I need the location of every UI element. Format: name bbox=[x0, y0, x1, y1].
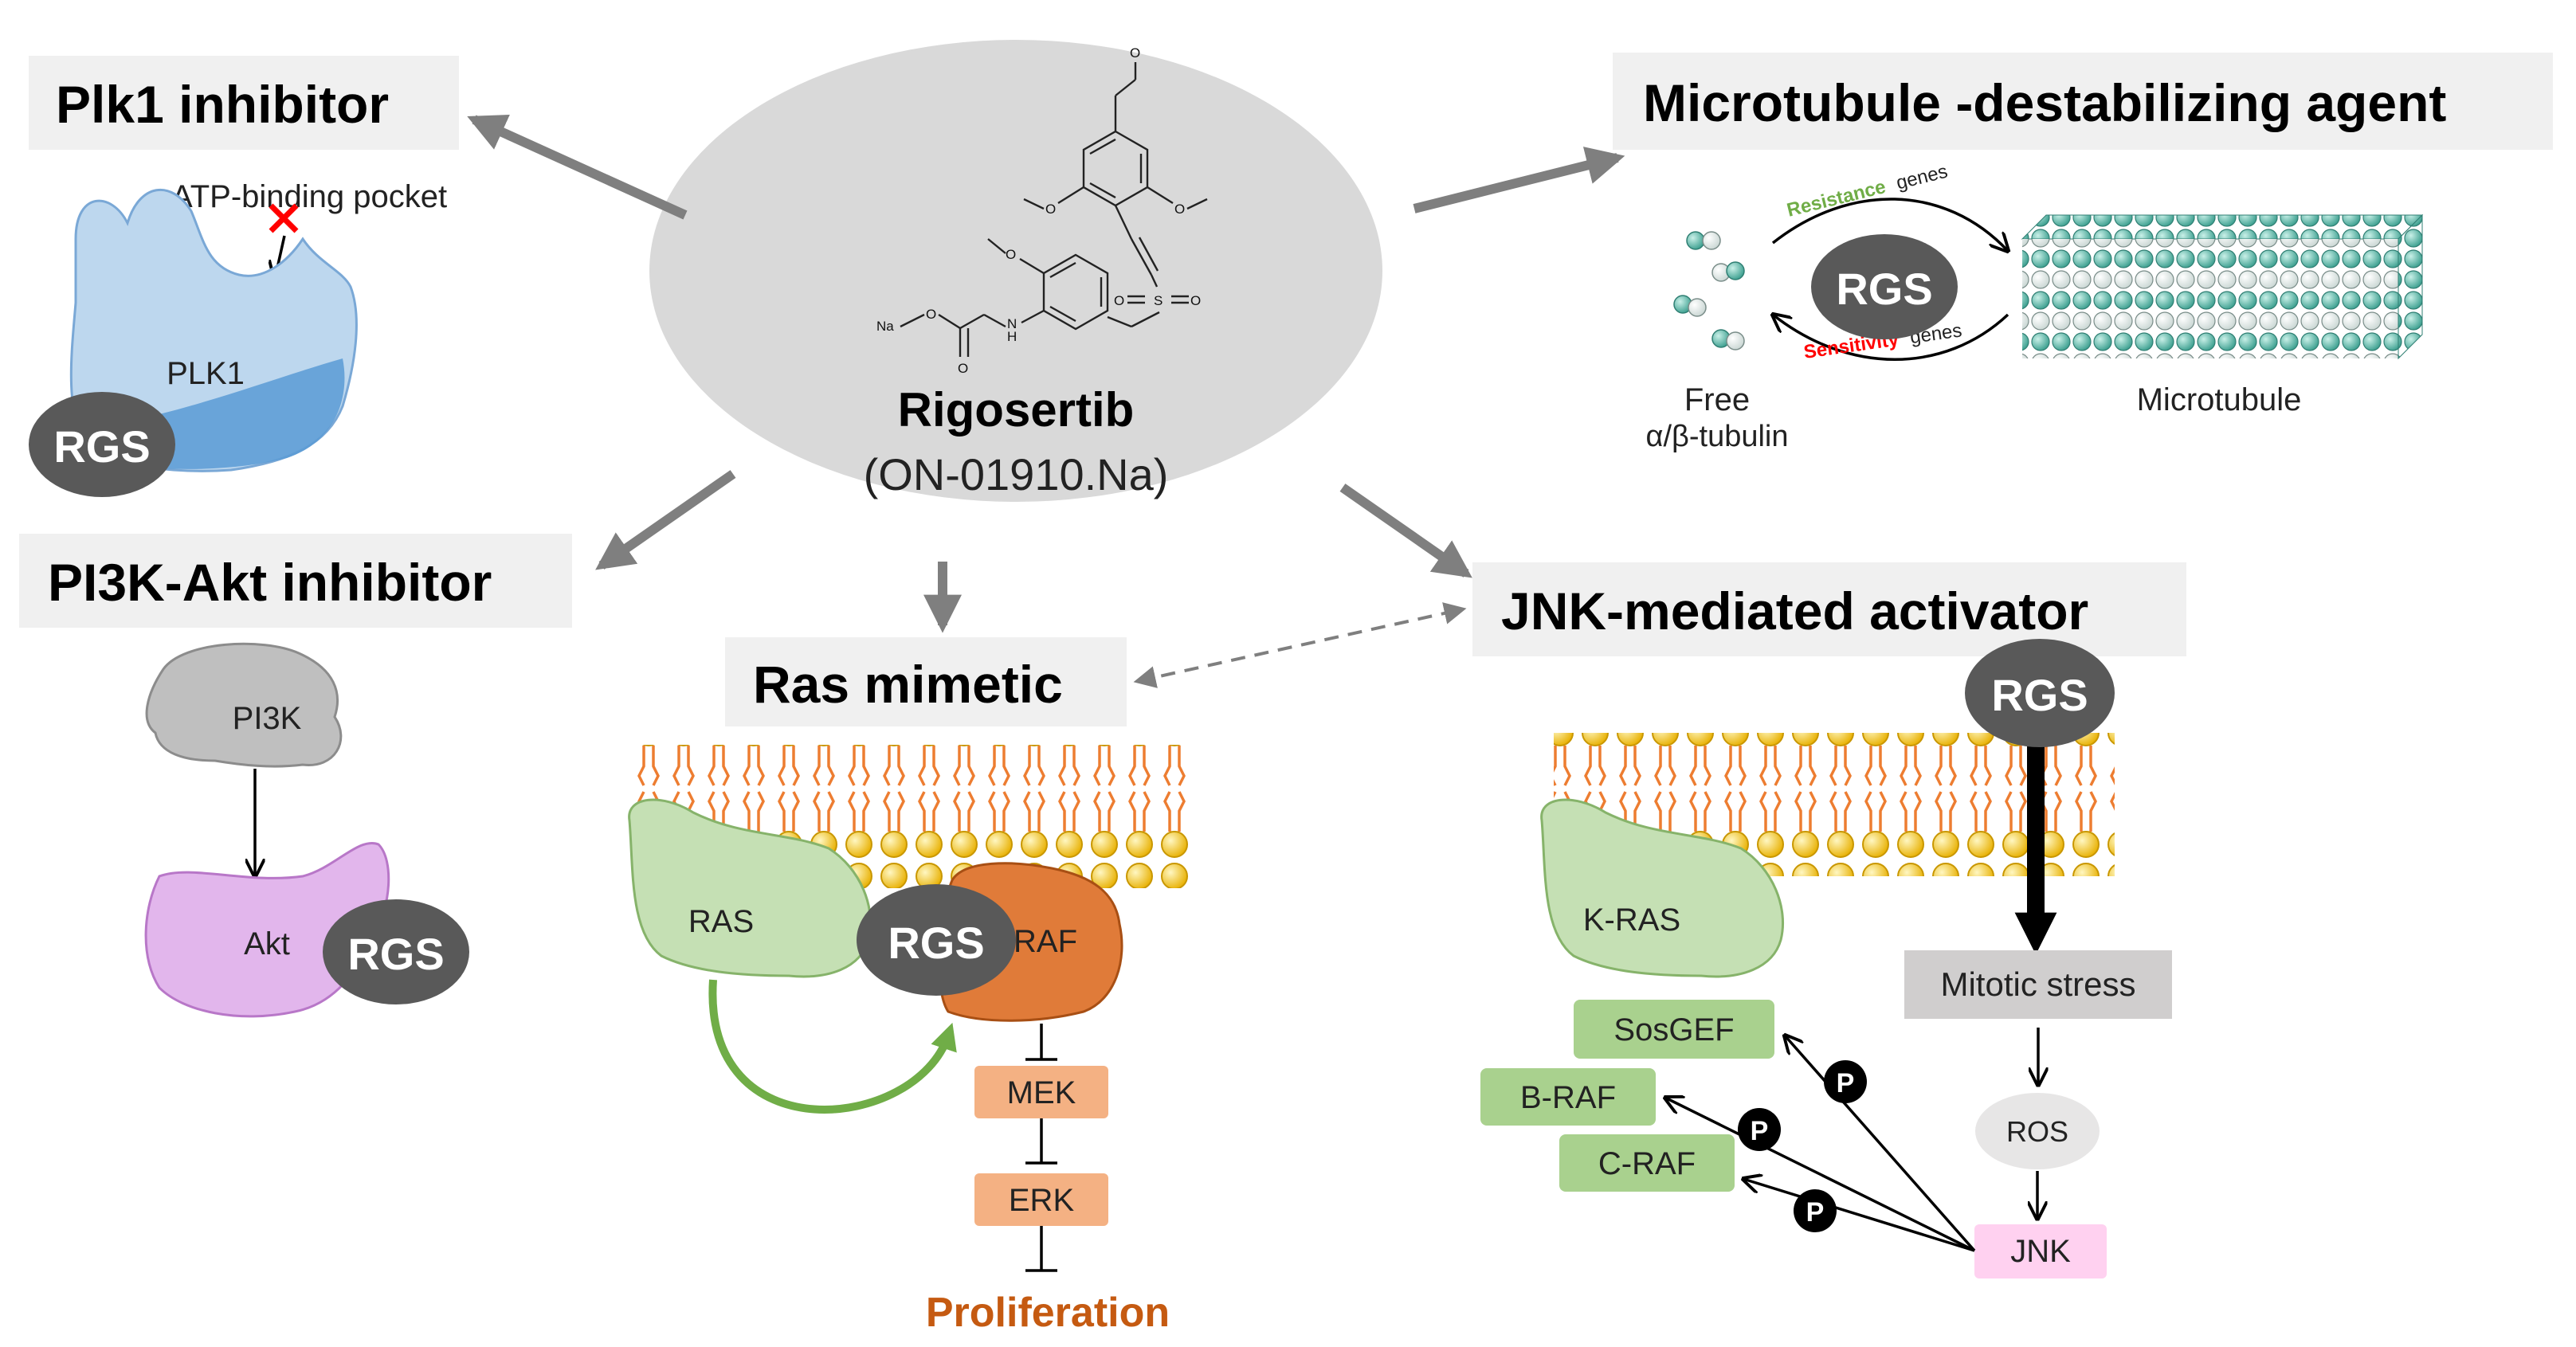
arrow-to-jnk bbox=[1339, 484, 1472, 578]
kras-label: K-RAS bbox=[1583, 903, 1680, 938]
center-arrows bbox=[467, 114, 1625, 633]
microtubule-label: Microtubule bbox=[2137, 382, 2302, 417]
akt-rgs-oval bbox=[323, 899, 469, 1004]
ras-title: Ras mimetic bbox=[753, 655, 1063, 714]
pi3k-protein-shape bbox=[145, 642, 343, 768]
pi3k-title: PI3K-Akt inhibitor bbox=[48, 553, 492, 612]
phospho-badge-craf bbox=[1794, 1189, 1837, 1232]
ras-to-raf-green-arrow bbox=[708, 979, 957, 1114]
phospho-badge-braf bbox=[1738, 1108, 1781, 1151]
akt-label: Akt bbox=[244, 926, 290, 961]
phospho-badge-sosgef bbox=[1824, 1060, 1867, 1103]
jnk-box bbox=[1974, 1224, 2107, 1278]
free-label: Free bbox=[1684, 382, 1750, 417]
jnk-label: JNK bbox=[2010, 1234, 2071, 1269]
jnk-phosphorylation-arrows bbox=[1665, 1036, 1976, 1252]
mitotic-stress-label: Mitotic stress bbox=[1940, 965, 2135, 1003]
braf-box bbox=[1480, 1068, 1656, 1126]
resistance-genes-label: Resistance genes bbox=[1785, 161, 1950, 221]
atom-s: S bbox=[1154, 293, 1163, 308]
free-tubulin-dimers bbox=[1673, 231, 1745, 350]
mek-erk-inhibit bbox=[1025, 1118, 1057, 1165]
atom-n: N bbox=[1007, 316, 1017, 331]
atom-o-ester: O bbox=[926, 307, 936, 322]
atom-o-sulfone-left: O bbox=[1114, 293, 1124, 308]
akt-rgs-label: RGS bbox=[347, 929, 444, 979]
center-drug: O O O S O O O N H O O Na Rigosertib (ON-… bbox=[649, 40, 1382, 502]
arrow-to-pi3k bbox=[595, 470, 736, 570]
resistance-arrow bbox=[1771, 198, 2008, 251]
pi3k-panel: PI3K-Akt inhibitor PI3K Akt RGS bbox=[19, 534, 572, 1018]
plk1-title: Plk1 inhibitor bbox=[56, 75, 389, 134]
mitotic-stress-box bbox=[1904, 950, 2172, 1019]
inhibit-cross-icon bbox=[269, 203, 299, 233]
ras-label: RAS bbox=[688, 904, 754, 939]
tubulin-label: α/β-tubulin bbox=[1645, 420, 1788, 453]
atom-o-left: O bbox=[1045, 202, 1056, 217]
pi3k-label: PI3K bbox=[233, 701, 302, 736]
pi3k-title-box bbox=[19, 534, 572, 628]
atom-h: H bbox=[1007, 329, 1017, 344]
microtubule-lattice bbox=[2021, 213, 2424, 360]
phospho-label-sosgef: P bbox=[1837, 1068, 1855, 1098]
ras-rgs-label: RGS bbox=[888, 918, 984, 968]
microtubule-title-box bbox=[1613, 53, 2553, 150]
phospho-label-braf: P bbox=[1751, 1116, 1769, 1146]
erk-box bbox=[974, 1173, 1108, 1226]
plk1-title-box bbox=[29, 56, 459, 150]
ras-title-box bbox=[725, 637, 1127, 726]
jnk-rgs-label: RGS bbox=[1991, 670, 2088, 720]
ros-label: ROS bbox=[2006, 1115, 2068, 1148]
microtubule-rgs-label: RGS bbox=[1836, 264, 1932, 314]
ras-jnk-dashed-link bbox=[1133, 602, 1467, 688]
jnk-panel: JNK-mediated activator RGS K-RAS Mitotic… bbox=[1472, 562, 2186, 1278]
erk-proliferation-inhibit bbox=[1025, 1226, 1057, 1272]
plk1-rgs-label: RGS bbox=[53, 421, 150, 472]
drug-oval bbox=[649, 40, 1382, 502]
drug-code: (ON-01910.Na) bbox=[864, 449, 1169, 499]
sensitivity-arrow bbox=[1773, 315, 2009, 361]
sosgef-box bbox=[1574, 1000, 1774, 1059]
ras-panel: Ras mimetic RAS RAF RGS MEK ERK Prolifer… bbox=[628, 637, 1194, 1336]
erk-label: ERK bbox=[1009, 1183, 1075, 1218]
atom-o-sulfone-right: O bbox=[1190, 293, 1201, 308]
plk1-label: PLK1 bbox=[167, 356, 245, 391]
phospho-label-craf: P bbox=[1806, 1197, 1825, 1228]
jnk-title: JNK-mediated activator bbox=[1501, 581, 2088, 640]
atp-pocket-label: ATP-binding pocket bbox=[171, 179, 447, 214]
drug-name: Rigosertib bbox=[898, 383, 1135, 437]
jnk-to-braf-arrow bbox=[1665, 1098, 1975, 1252]
atom-na: Na bbox=[876, 319, 894, 334]
microtubule-rgs-oval bbox=[1811, 234, 1958, 339]
plk1-rgs-oval bbox=[29, 392, 175, 497]
braf-label: B-RAF bbox=[1520, 1080, 1616, 1115]
jnk-to-sosgef-arrow bbox=[1785, 1036, 1976, 1252]
plk1-dark-region bbox=[127, 358, 345, 469]
jnk-rgs-oval bbox=[1965, 639, 2115, 747]
arrow-to-microtubule bbox=[1413, 147, 1625, 213]
arrow-to-plk1 bbox=[467, 114, 688, 220]
atom-o-methoxy: O bbox=[1006, 247, 1016, 262]
jnk-title-box bbox=[1472, 562, 2186, 656]
ros-oval bbox=[1975, 1093, 2100, 1169]
mek-box bbox=[974, 1066, 1108, 1118]
atom-o-top: O bbox=[1130, 45, 1140, 61]
craf-label: C-RAF bbox=[1598, 1146, 1696, 1181]
raf-label: RAF bbox=[1014, 924, 1077, 959]
mek-label: MEK bbox=[1007, 1075, 1076, 1110]
raf-mek-inhibit bbox=[1025, 1024, 1057, 1061]
proliferation-label: Proliferation bbox=[926, 1290, 1170, 1336]
plk1-panel: Plk1 inhibitor ATP-binding pocket PLK1 R… bbox=[29, 56, 459, 497]
microtubule-title: Microtubule -destabilizing agent bbox=[1643, 73, 2446, 132]
atom-o-right: O bbox=[1174, 202, 1185, 217]
ras-rgs-oval bbox=[857, 884, 1016, 996]
atom-o-carbonyl: O bbox=[958, 361, 968, 376]
jnk-to-craf-arrow bbox=[1743, 1179, 1975, 1252]
kras-protein-shape bbox=[1540, 798, 1785, 978]
craf-box bbox=[1559, 1134, 1735, 1192]
microtubule-panel: Microtubule -destabilizing agent Resista… bbox=[1613, 53, 2553, 453]
chemical-structure: O O O S O O O N H O O Na bbox=[876, 45, 1208, 376]
sosgef-label: SosGEF bbox=[1613, 1012, 1734, 1047]
